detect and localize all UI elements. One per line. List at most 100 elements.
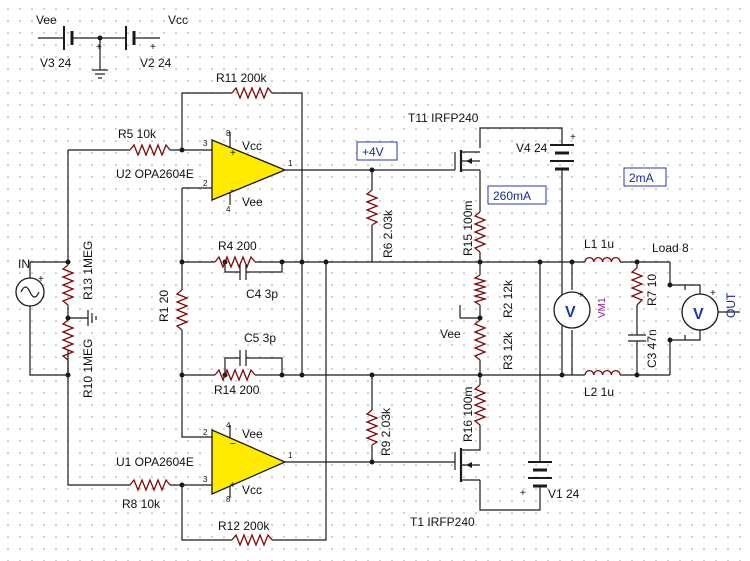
net-out: OUT: [724, 292, 738, 318]
r14-symbol[interactable]: [214, 368, 256, 382]
label-r2: R2 12k: [501, 279, 515, 318]
c5-symbol[interactable]: [239, 350, 262, 366]
label-v1: V1 24: [548, 487, 580, 501]
label-r7: R7 10: [645, 274, 659, 306]
grounds: [87, 69, 108, 326]
u1-pin-3: 3: [203, 475, 208, 484]
u2-pin-1: 1: [288, 159, 293, 168]
ground-symbol: [92, 69, 108, 79]
drain-current-probe: 260mA: [493, 189, 531, 203]
r11-symbol[interactable]: [231, 86, 273, 100]
out-meter[interactable]: V: [681, 293, 719, 331]
label-r3: R3 12k: [501, 331, 515, 370]
net-vee-top: Vee: [36, 13, 57, 27]
out-meter-plus-sign: +: [710, 288, 716, 299]
u1-pin-4: 4: [226, 421, 231, 430]
v1-plus-sign: +: [520, 488, 526, 499]
supply-current-probe: 2mA: [629, 171, 654, 185]
label-r13: R13 1MEG: [81, 241, 95, 300]
label-r6: R6 2.03k: [381, 209, 395, 258]
t11-mosfet[interactable]: [445, 150, 480, 172]
l2-symbol[interactable]: [584, 369, 621, 376]
u2-opamp[interactable]: [211, 132, 287, 205]
vm1-meter[interactable]: V: [553, 291, 591, 329]
label-r11: R11 200k: [216, 71, 267, 85]
sine-source[interactable]: [15, 277, 45, 307]
label-v2: V2 24: [140, 56, 172, 70]
v3-battery[interactable]: [58, 26, 80, 50]
r15-symbol[interactable]: [473, 211, 487, 253]
u1-pin-1: 1: [288, 451, 293, 460]
u2-pin-2: 2: [203, 179, 208, 188]
label-c5: C5 3p: [244, 331, 276, 345]
label-load: Load 8: [652, 241, 689, 255]
u2-pin-8: 8: [226, 129, 231, 138]
v2-plus-sign: +: [150, 42, 156, 53]
label-u1: U1 OPA2604E: [116, 455, 194, 469]
label-r5: R5 10k: [118, 127, 157, 141]
t1-mosfet[interactable]: [445, 448, 481, 482]
v4-plus-sign: +: [570, 132, 576, 143]
r1-symbol[interactable]: [175, 289, 189, 331]
r16-symbol[interactable]: [473, 384, 487, 426]
v4-battery[interactable]: [550, 144, 574, 175]
r9-symbol[interactable]: [365, 409, 379, 446]
batteries: [58, 26, 574, 495]
capacitors: [239, 264, 646, 366]
wires: [29, 37, 740, 541]
label-r16: R16 100m: [461, 387, 475, 442]
r13-symbol[interactable]: [61, 264, 75, 306]
r7-symbol[interactable]: [630, 267, 644, 306]
v3-plus-sign: +: [96, 42, 102, 53]
v1-battery[interactable]: [528, 455, 552, 495]
u1-plus-sign: +: [230, 480, 236, 491]
label-r14: R14 200: [214, 383, 260, 397]
net-u1-vee: Vee: [242, 427, 263, 441]
vm1-plus-sign: +: [578, 290, 584, 301]
label-l1: L1 1u: [584, 237, 614, 251]
label-u2: U2 OPA2604E: [116, 167, 194, 181]
label-c4: C4 3p: [246, 287, 278, 301]
net-u2-vee: Vee: [242, 195, 263, 209]
c3-symbol[interactable]: [628, 334, 646, 365]
r6-symbol[interactable]: [365, 189, 379, 226]
label-r10: R10 1MEG: [81, 339, 95, 398]
c4-symbol[interactable]: [239, 264, 262, 280]
l1-symbol[interactable]: [584, 256, 621, 263]
label-r8: R8 10k: [122, 497, 161, 511]
label-r12: R12 200k: [218, 519, 270, 533]
u2-pin-3: 3: [203, 139, 208, 148]
net-vee-mid: Vee: [440, 327, 461, 341]
r8-symbol[interactable]: [129, 478, 171, 492]
label-r4: R4 200: [218, 239, 257, 253]
label-r9: R9 2.03k: [379, 407, 393, 456]
bias-voltage-probe: +4V: [362, 145, 384, 159]
label-t1: T1 IRFP240: [410, 515, 475, 529]
u2-pin-4: 4: [226, 205, 231, 214]
r2-symbol[interactable]: [472, 274, 488, 306]
vm1-symbol: V: [565, 304, 576, 321]
label-c3: C3 47n: [645, 329, 659, 368]
label-r15: R15 100m: [461, 201, 475, 256]
label-l2: L2 1u: [584, 385, 614, 399]
r3-symbol[interactable]: [473, 319, 487, 361]
r4-symbol[interactable]: [214, 255, 256, 269]
out-meter-symbol: V: [693, 306, 704, 323]
label-r1: R1 20: [157, 290, 171, 322]
u2-plus-sign: +: [230, 148, 236, 159]
label-v3: V3 24: [40, 56, 72, 70]
u1-opamp[interactable]: [211, 425, 287, 498]
net-u1-vcc: Vcc: [242, 483, 262, 497]
ground-symbol: [87, 310, 97, 326]
v2-battery[interactable]: [120, 26, 142, 50]
r12-symbol[interactable]: [231, 533, 273, 547]
net-u2-vcc: Vcc: [242, 139, 262, 153]
u1-pin-2: 2: [203, 428, 208, 437]
net-vcc-top: Vcc: [168, 13, 188, 27]
inductors: [584, 256, 621, 376]
r10-symbol[interactable]: [61, 319, 75, 361]
source-plus-sign: +: [38, 274, 44, 285]
r5-symbol[interactable]: [129, 143, 171, 157]
